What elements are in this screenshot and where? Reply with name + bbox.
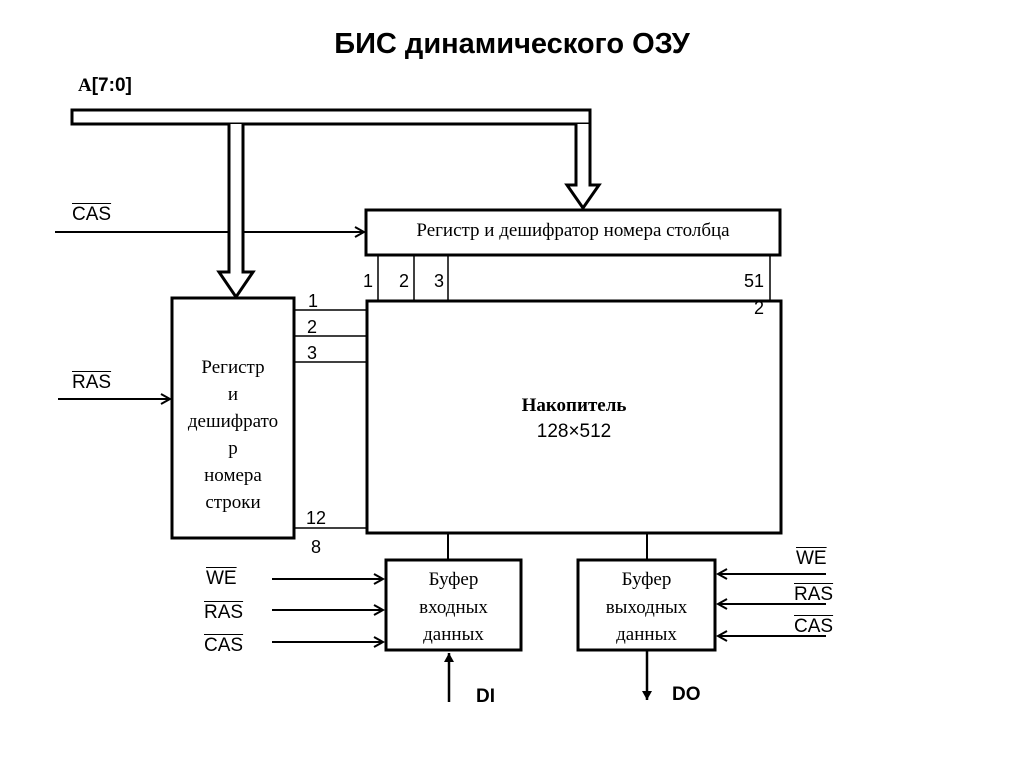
column-output-3: 3 [434, 271, 445, 291]
row-decoder-line: номера [204, 464, 262, 486]
data-out-label: DO [672, 684, 701, 705]
input-buffer-line: Буфер [428, 569, 479, 590]
address-bus-prefix: A [78, 75, 92, 96]
input-buffer-box [384, 558, 523, 652]
row-output-1: 1 [308, 291, 319, 311]
output-ras-label: RAS [794, 584, 834, 605]
row-decoder-line: Регистр [201, 357, 265, 378]
page-title: БИС динамического ОЗУ [334, 28, 690, 60]
row-decoder-line: строки [205, 491, 261, 513]
row-decoder-line: р [228, 437, 238, 459]
row-decoder-line: дешифрато [187, 410, 279, 432]
ras-signal-label: RAS [72, 372, 112, 393]
address-bus-range: [7:0] [91, 75, 132, 96]
input-cas-label: CAS [204, 635, 244, 656]
output-we-label: WE [796, 548, 827, 569]
input-we-label: WE [206, 568, 237, 589]
column-output-512-part1: 51 [744, 271, 765, 291]
bus-arrow-col [564, 124, 602, 211]
output-buffer-label: Буфер выходных данных [578, 566, 715, 649]
output-buffer-line: Буфер [621, 569, 672, 590]
row-output-3: 3 [307, 343, 318, 363]
input-buffer-label: Буфер входных данных [386, 566, 521, 649]
address-bus [70, 108, 592, 126]
data-in-label: DI [476, 686, 495, 707]
output-buffer-line: выходных [605, 596, 688, 618]
output-buffer-line: данных [616, 624, 677, 646]
column-decoder-label: Регистр и дешифратор номера столбца [416, 220, 730, 241]
output-buffer-box [576, 558, 717, 652]
input-buffer-line: данных [423, 624, 484, 646]
input-buffer-line: входных [419, 596, 488, 618]
row-decoder-line: и [227, 383, 239, 405]
output-cas-label: CAS [794, 616, 834, 637]
storage-label: Накопитель [521, 395, 627, 416]
bus-arrow-row [216, 124, 256, 300]
row-output-128-part2: 8 [311, 537, 322, 557]
row-output-128-part1: 12 [306, 508, 327, 528]
row-decoder-box [170, 296, 296, 540]
address-bus-label: A[7:0] [78, 76, 132, 95]
column-decoder-box [364, 208, 782, 257]
column-output-1: 1 [363, 271, 374, 291]
storage-box [365, 299, 783, 535]
input-ras-label: RAS [204, 602, 244, 623]
row-decoder-label: Регистр и дешифрато р номера строки [172, 355, 294, 517]
row-output-2: 2 [307, 317, 318, 337]
column-output-512-part2: 2 [754, 298, 765, 318]
storage-size: 128×512 [536, 421, 612, 442]
column-output-2: 2 [399, 271, 410, 291]
cas-signal-label: CAS [72, 204, 112, 225]
